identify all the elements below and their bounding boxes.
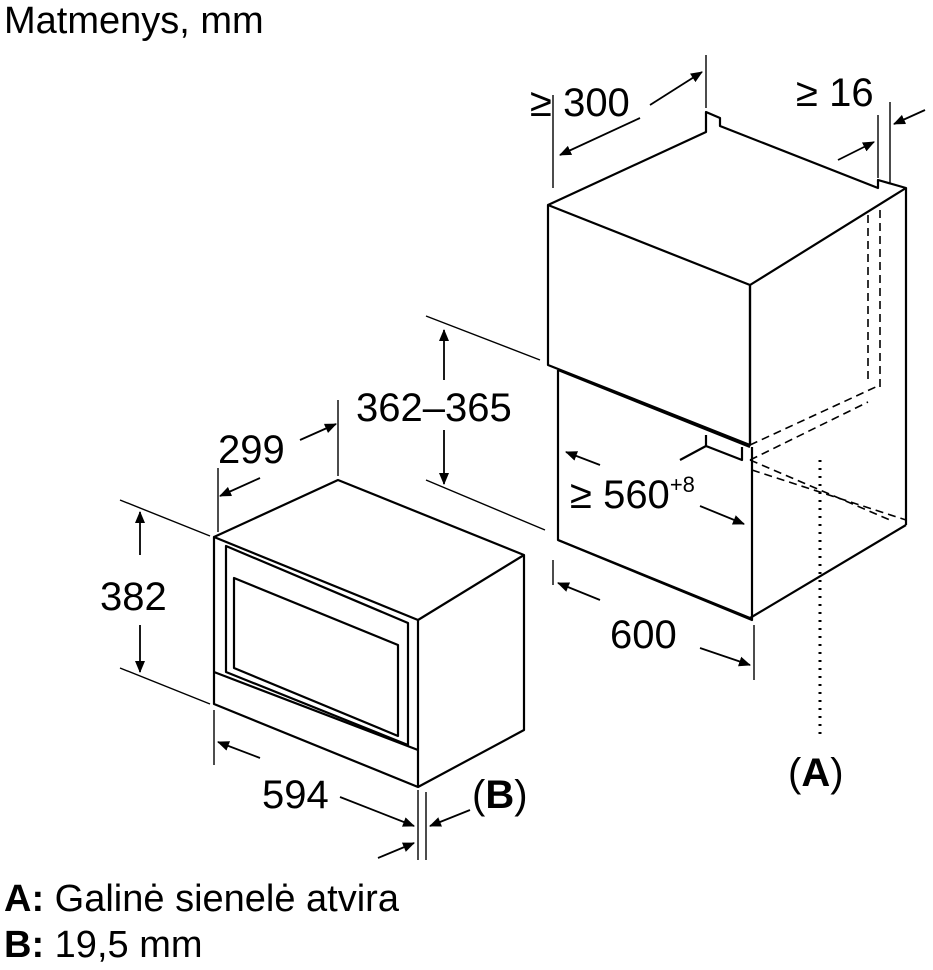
dim-niche-height: 362–365 bbox=[356, 386, 512, 430]
dim-niche-depth: ≥ 300 bbox=[530, 81, 630, 125]
legend-key-a: A: bbox=[4, 878, 45, 920]
dim-oven-width: 594 bbox=[262, 773, 329, 817]
legend-row-b: B: 19,5 mm bbox=[4, 926, 203, 964]
marker-b: (B) bbox=[472, 773, 528, 817]
cabinet-drawing bbox=[546, 110, 908, 622]
dimension-arrows bbox=[135, 71, 926, 859]
dim-oven-depth: 299 bbox=[218, 428, 285, 472]
oven-drawing bbox=[212, 478, 526, 789]
extension-lines bbox=[119, 55, 891, 860]
dim-niche-width-tolerance: +8 bbox=[670, 472, 695, 497]
legend-key-b: B: bbox=[4, 924, 45, 966]
legend-text-b: 19,5 mm bbox=[54, 924, 203, 966]
dim-oven-height: 382 bbox=[100, 575, 167, 619]
dim-niche-width-outer: 600 bbox=[610, 613, 677, 657]
legend-text-a: Galinė sienelė atvira bbox=[54, 878, 399, 920]
cabinet-hidden-lines bbox=[749, 210, 907, 521]
legend-row-a: A: Galinė sienelė atvira bbox=[4, 880, 399, 918]
dim-gap-16: ≥ 16 bbox=[796, 71, 874, 115]
marker-a: (A) bbox=[788, 751, 844, 795]
dim-niche-width-inner: ≥ 560+8 bbox=[570, 472, 695, 517]
diagram-title: Matmenys, mm bbox=[4, 0, 264, 42]
